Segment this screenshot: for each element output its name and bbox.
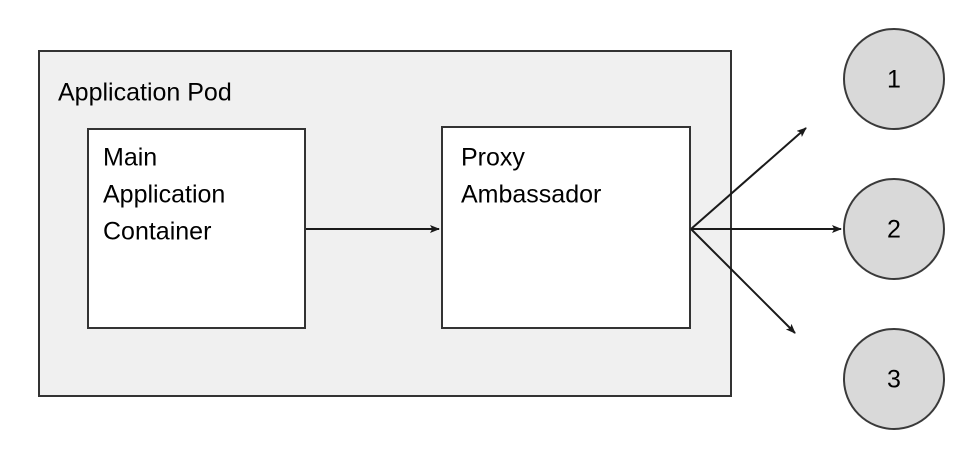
service-1-label: 1: [887, 66, 901, 94]
service-1-circle[interactable]: [843, 28, 945, 130]
connector-proxy-to-service-3: [690, 228, 796, 334]
main-application-container-label-line-3: Container: [103, 218, 211, 246]
application-pod-label: Application Pod: [58, 79, 232, 107]
proxy-ambassador-box[interactable]: [441, 126, 691, 329]
service-2-group[interactable]: 2: [843, 178, 945, 280]
main-application-container-label-line-1: Main: [103, 144, 157, 172]
proxy-ambassador-label-line-1: Proxy: [461, 144, 525, 172]
proxy-ambassador-label-line-2: Ambassador: [461, 181, 601, 209]
main-application-container-label-line-2: Application: [103, 181, 225, 209]
service-3-label: 3: [887, 366, 901, 394]
main-application-container-group[interactable]: Main Application Container: [87, 128, 306, 329]
service-3-group[interactable]: 3: [843, 328, 945, 430]
service-3-circle[interactable]: [843, 328, 945, 430]
main-application-container-box[interactable]: [87, 128, 306, 329]
service-1-group[interactable]: 1: [843, 28, 945, 130]
connector-proxy-to-service-1: [690, 127, 807, 230]
service-2-label: 2: [887, 216, 901, 244]
service-2-circle[interactable]: [843, 178, 945, 280]
proxy-ambassador-group[interactable]: Proxy Ambassador: [441, 126, 691, 329]
